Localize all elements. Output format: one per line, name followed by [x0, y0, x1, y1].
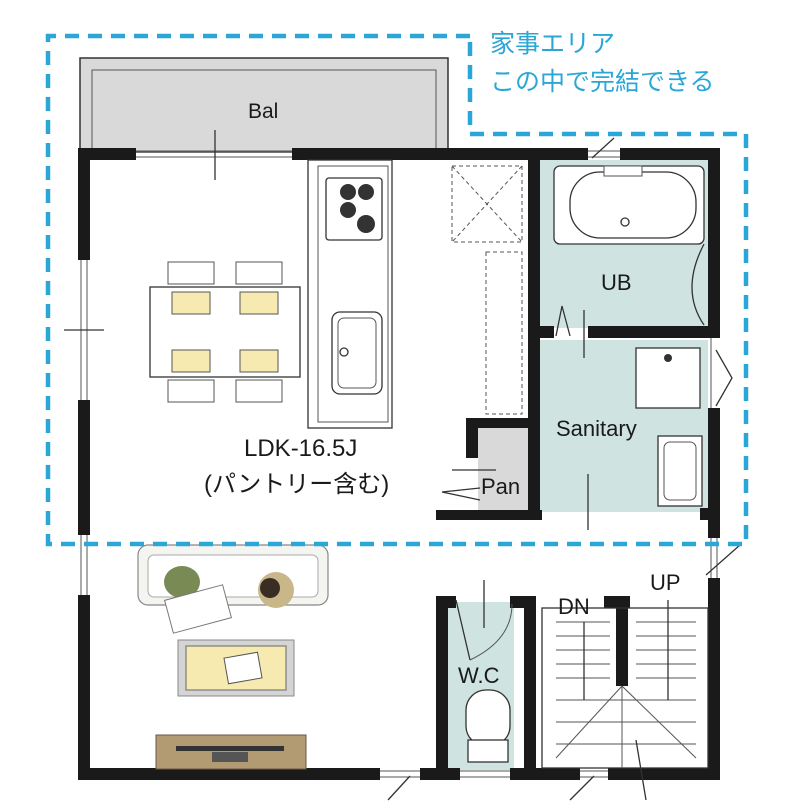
area-note-line1: 家事エリア [490, 30, 615, 58]
balcony-label: Bal [248, 100, 278, 123]
staircase [541, 600, 709, 801]
household-area-boundary [45, 33, 749, 547]
toilet-icon [465, 689, 511, 763]
washbasin [657, 435, 703, 507]
ldk-label-sub: (パントリー含む) [204, 471, 389, 498]
bathtub [553, 165, 705, 326]
coffee-table [177, 639, 295, 697]
doors [441, 305, 589, 661]
area-note-line2: この中で完結できる [490, 68, 715, 96]
washing-machine [635, 347, 701, 409]
windows [64, 130, 741, 801]
stairs-up-label: UP [650, 570, 681, 595]
tv-board [155, 734, 307, 770]
toilet-label: W.C [458, 663, 500, 688]
pantry-label: Pan [481, 474, 520, 499]
stairs-down-label: DN [558, 594, 590, 619]
ldk-label: LDK-16.5J [244, 435, 357, 462]
sink-icon [331, 311, 383, 395]
cupboard [485, 251, 523, 415]
kitchen-counter [307, 159, 523, 429]
interior-walls [436, 148, 720, 780]
dining-set [149, 261, 301, 403]
sofa-group [137, 544, 329, 634]
fridge-space [451, 165, 523, 243]
newspaper-icon [223, 651, 263, 685]
bath-label: UB [601, 270, 632, 295]
sanitary-label: Sanitary [556, 416, 637, 441]
balcony [79, 57, 449, 153]
person-icon [164, 566, 200, 598]
